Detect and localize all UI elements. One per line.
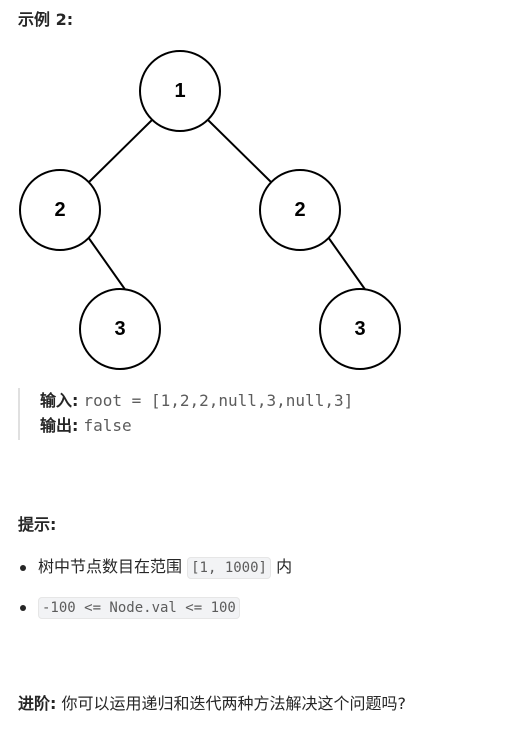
tree-node-label: 2 [294,199,305,221]
followup-text: 你可以运用递归和迭代两种方法解决这个问题吗? [61,694,407,713]
tips-title: 提示: [18,515,57,534]
inline-code: -100 <= Node.val <= 100 [38,597,240,619]
binary-tree-diagram: 1 2 2 3 3 [19,50,401,370]
tree-node-label: 3 [354,318,365,340]
tree-node: 2 [19,169,101,251]
output-line: 输出: false [40,413,353,438]
tree-node: 3 [79,288,161,370]
tree-node-label: 2 [54,199,65,221]
tip-text: 内 [276,557,293,576]
tree-node: 3 [319,288,401,370]
followup-label: 进阶: [18,694,57,713]
tree-edge [207,119,273,184]
input-value: root = [1,2,2,null,3,null,3] [83,391,354,410]
tip-text: 树中节点数目在范围 [38,557,183,576]
tree-edge [87,119,153,184]
input-line: 输入: root = [1,2,2,null,3,null,3] [40,388,353,413]
tree-node: 2 [259,169,341,251]
tips-list: 树中节点数目在范围 [1, 1000] 内 -100 <= Node.val <… [18,553,292,633]
tree-edge [327,236,370,296]
input-label: 输入: [40,391,79,410]
example-title: 示例 2: [18,10,74,29]
example-io-block: 输入: root = [1,2,2,null,3,null,3] 输出: fal… [18,388,353,440]
list-item: -100 <= Node.val <= 100 [18,593,292,633]
tree-node-label: 1 [174,80,185,102]
output-value: false [83,416,132,435]
inline-code: [1, 1000] [187,557,271,579]
tree-node-label: 3 [114,318,125,340]
output-label: 输出: [40,416,79,435]
tree-edge [87,236,130,296]
list-item: 树中节点数目在范围 [1, 1000] 内 [18,553,292,593]
followup-line: 进阶: 你可以运用递归和迭代两种方法解决这个问题吗? [18,690,406,714]
tree-node: 1 [139,50,221,132]
